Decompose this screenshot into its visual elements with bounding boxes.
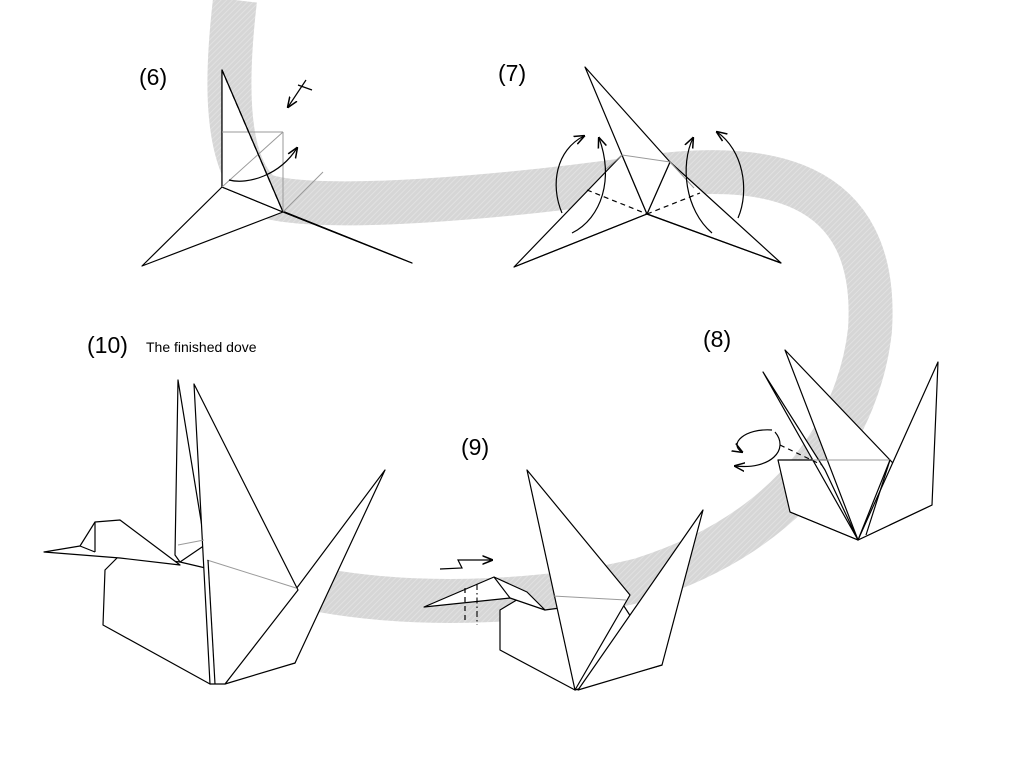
step-9-crease	[552, 595, 627, 601]
step-10-crease-a	[177, 539, 205, 546]
step-7-crease-right	[669, 161, 695, 189]
step-6-push-mark	[297, 84, 313, 91]
step-6-crease-d	[221, 131, 284, 188]
step-7-left-valley-fold	[586, 189, 648, 215]
step-9-right-wing	[577, 509, 704, 691]
step-7-lower-right-edge	[646, 213, 782, 264]
step-8-inner-edge	[865, 459, 891, 536]
step-8-left-wing	[784, 349, 891, 541]
step-7-diagram: (7)	[498, 60, 782, 268]
step-6-crease-c	[282, 171, 324, 213]
step-10-beak-edge	[79, 545, 96, 553]
step-10-head	[43, 519, 181, 566]
step-9-left-wing	[526, 469, 631, 691]
step-6-push-arrow	[288, 79, 307, 107]
step-9-label: (9)	[461, 434, 489, 460]
step-7-left-outer-arrow	[555, 136, 584, 214]
step-8-label: (8)	[703, 326, 731, 352]
step-7-crease-top	[621, 154, 671, 163]
step-10-diagram: (10) The finished dove	[43, 332, 386, 685]
step-8-lower-arrow	[735, 431, 781, 467]
step-7-right-valley-fold	[646, 192, 701, 215]
step-9-crimp-arrow	[439, 560, 492, 570]
step-8-upper-arrow	[737, 429, 773, 452]
step-10-caption: The finished dove	[146, 339, 257, 355]
step-10-label: (10)	[87, 332, 128, 358]
step-10-back-wing	[174, 379, 206, 563]
step-6-upper-triangle	[221, 69, 284, 213]
step-6-label: (6)	[139, 64, 167, 90]
step-8-bottom-left-edge	[789, 511, 859, 541]
step-8-right-wing	[857, 361, 939, 541]
step-7-right-inner-arrow	[686, 138, 713, 234]
step-10-left-wing	[193, 383, 299, 685]
step-10-inner-edge	[207, 559, 216, 685]
step-9-diagram: (9)	[423, 434, 704, 691]
step-6-diagram: (6)	[139, 64, 413, 267]
step-7-right-outer-arrow	[717, 132, 745, 219]
step-7-crease-left	[604, 154, 623, 171]
step-8-diagram: (8)	[703, 326, 939, 541]
step-7-left-inner-arrow	[571, 138, 605, 234]
step-6-fold-arrow	[228, 148, 297, 182]
step-9-head	[423, 576, 546, 611]
step-7-lower-left-edge	[513, 213, 648, 268]
step-9-head-edge	[493, 576, 511, 599]
step-6-valley-fold-line	[221, 69, 284, 213]
step-7-label: (7)	[498, 60, 526, 86]
step-8-valley-fold	[779, 444, 823, 466]
step-8-neck	[762, 371, 859, 541]
step-10-crease-b	[206, 559, 297, 589]
